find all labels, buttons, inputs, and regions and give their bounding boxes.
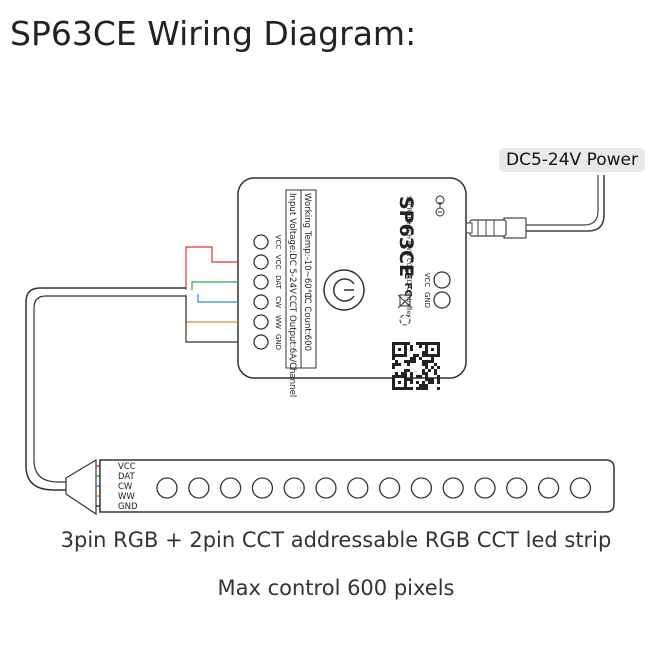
dc-polarity-icon xyxy=(435,195,445,217)
led-dot xyxy=(537,477,560,499)
spec-cct-output: CCT Output:6A/Channel xyxy=(287,295,297,397)
power-pin-vcc: VCC xyxy=(423,273,431,288)
controller-subtitle: SPI RGB+2CH PWM CCT LED Controller xyxy=(405,196,412,317)
power-button-icon xyxy=(323,269,365,311)
page-title: SP63CE Wiring Diagram: xyxy=(10,14,417,53)
output-wires xyxy=(185,246,238,343)
led-dot xyxy=(378,477,401,499)
qr-code-icon xyxy=(392,342,440,390)
led-dot xyxy=(219,477,242,499)
spec-ic-count: IC Count:600 xyxy=(302,295,312,351)
led-row xyxy=(156,477,592,499)
led-dot xyxy=(474,477,496,499)
certification-marks: CE FC xyxy=(397,265,413,326)
recycle-icon xyxy=(399,314,411,326)
left-terminal-block xyxy=(253,234,269,350)
dc-plug xyxy=(459,217,527,239)
power-label: DC5-24V Power xyxy=(499,148,645,172)
spec-box: Input Voltage:DC 5-24V Working Temp:-10~… xyxy=(285,189,317,397)
caption-max-pixels: Max control 600 pixels xyxy=(217,576,455,600)
trash-bin-icon xyxy=(397,294,413,309)
led-dot xyxy=(156,477,178,499)
led-strip xyxy=(99,459,615,513)
strip-cable xyxy=(25,287,186,491)
pin-label-vcc-2: VCC xyxy=(274,255,282,270)
led-dot xyxy=(410,477,433,499)
pin-label-cw: CW xyxy=(274,296,282,308)
caption-strip-type: 3pin RGB + 2pin CCT addressable RGB CCT … xyxy=(60,528,612,552)
led-dot xyxy=(569,477,592,499)
led-dot xyxy=(315,477,337,499)
led-dot xyxy=(347,477,369,499)
pin-label-gnd: GND xyxy=(274,334,282,350)
strip-pin-cw: CW xyxy=(118,482,133,492)
strip-pin-gnd: GND xyxy=(118,502,138,512)
strip-pin-vcc: VCC xyxy=(118,462,136,472)
power-cable xyxy=(520,175,605,232)
power-pin-gnd: GND xyxy=(423,292,431,308)
led-dot xyxy=(283,477,305,499)
ce-fc-mark: CE FC xyxy=(402,265,413,297)
strip-pin-ww: WW xyxy=(118,492,135,502)
strip-pin-labels: VCC DAT CW WW GND xyxy=(118,462,138,512)
pin-label-vcc-1: VCC xyxy=(274,235,282,250)
led-dot xyxy=(251,477,274,499)
pin-label-ww: WW xyxy=(274,315,282,329)
spec-input-voltage: Input Voltage:DC 5-24V xyxy=(287,193,297,294)
power-terminal-block: VCC GND xyxy=(423,271,451,309)
led-dot xyxy=(442,477,464,499)
led-dot xyxy=(506,477,528,499)
brand-logo: SP63CE xyxy=(395,196,417,277)
pin-label-dat: DAT xyxy=(274,275,282,290)
led-dot xyxy=(188,477,210,499)
strip-pin-dat: DAT xyxy=(118,472,136,482)
spec-working-temp: Working Temp:-10~60℃ xyxy=(302,193,312,299)
left-pin-labels: VCC VCC DAT CW WW GND xyxy=(274,235,282,350)
